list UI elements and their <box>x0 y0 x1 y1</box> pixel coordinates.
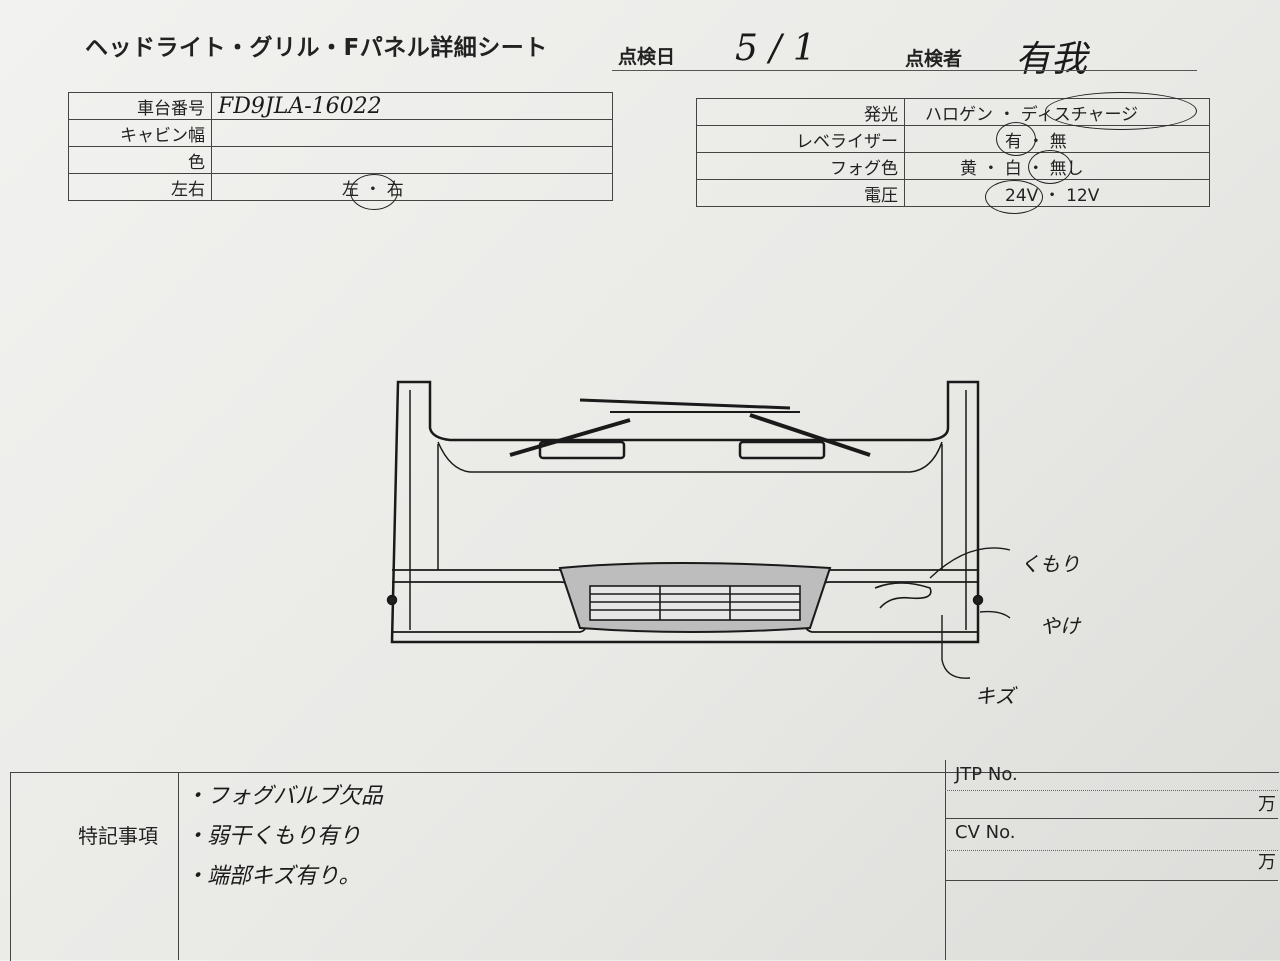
cabin-width-value <box>211 119 613 147</box>
note-line-1: ・フォグバルブ欠品 <box>185 784 384 809</box>
panel-outline <box>390 380 980 644</box>
scratch-annotation: キズ <box>975 684 1015 708</box>
header-underline <box>612 70 1197 71</box>
table-row: 車台番号 FD9JLA-16022 <box>68 92 613 120</box>
table-row: 色 <box>68 146 613 174</box>
vin-label: 車台番号 <box>68 92 212 120</box>
discharge-selection-circle <box>1045 92 1197 130</box>
cv-label: CV No. <box>955 822 1016 843</box>
right-lamp-housing <box>804 581 978 633</box>
table-row: 左右 左 ・ 右 <box>68 173 613 201</box>
jtp-unit: 万 <box>1258 794 1276 815</box>
jtp-cv-separator <box>945 818 1278 819</box>
left-selection-circle <box>350 174 398 210</box>
leveler-yes-circle <box>996 122 1036 156</box>
side-label: 左右 <box>68 173 212 201</box>
leveler-label: レベライザー <box>696 125 905 153</box>
cabin-width-label: キャビン幅 <box>68 119 212 147</box>
cloudy-annotation: くもり <box>1020 552 1080 576</box>
wiper-arm <box>579 398 791 410</box>
right-box-divider <box>945 760 946 960</box>
fog-color-label: フォグ色 <box>696 152 905 180</box>
notes-box <box>10 772 1279 961</box>
jtp-label: JTP No. <box>955 764 1018 785</box>
cloudy-mark <box>874 582 932 609</box>
notes-label: 特記事項 <box>78 824 158 848</box>
inspection-date-value: 5 / 1 <box>735 28 816 69</box>
table-row: 電圧 24V ・ 12V <box>696 179 1210 207</box>
note-line-2: ・弱干くもり有り <box>185 824 362 849</box>
color-value <box>211 146 613 174</box>
leveler-value: 有 ・ 無 <box>904 125 1210 153</box>
voltage-label: 電圧 <box>696 179 905 207</box>
front-panel-diagram <box>386 380 1011 679</box>
left-lamp-housing <box>392 581 587 633</box>
color-label: 色 <box>68 146 212 174</box>
left-vent <box>538 440 626 460</box>
voltage-value: 24V ・ 12V <box>904 179 1210 207</box>
sheet-title: ヘッドライト・グリル・Fパネル詳細シート <box>85 35 548 61</box>
side-value: 左 ・ 右 <box>211 173 613 201</box>
inspector-label: 点検者 <box>905 48 963 70</box>
right-vent <box>738 440 826 460</box>
voltage-24v-circle <box>985 180 1043 214</box>
emission-label: 発光 <box>696 98 905 126</box>
table-row: キャビン幅 <box>68 119 613 147</box>
vin-value: FD9JLA-16022 <box>211 92 613 120</box>
cv-bottom-line <box>945 880 1278 881</box>
grille-slats <box>589 585 801 621</box>
jtp-dotted-line <box>945 790 1278 791</box>
cv-dotted-line <box>945 850 1278 851</box>
note-line-3: ・端部キズ有り。 <box>185 864 361 889</box>
inspection-date-label: 点検日 <box>618 46 676 68</box>
table-row: フォグ色 黄 ・ 白 ・ 無し <box>696 152 1210 180</box>
notes-label-divider <box>178 772 179 960</box>
fog-white-circle <box>1028 150 1072 184</box>
vehicle-info-table: 車台番号 FD9JLA-16022 キャビン幅 色 左右 左 ・ 右 <box>68 92 613 201</box>
cv-unit: 万 <box>1258 852 1276 873</box>
burn-annotation: やけ <box>1040 614 1080 638</box>
inspector-signature: 有我 <box>1015 39 1088 80</box>
